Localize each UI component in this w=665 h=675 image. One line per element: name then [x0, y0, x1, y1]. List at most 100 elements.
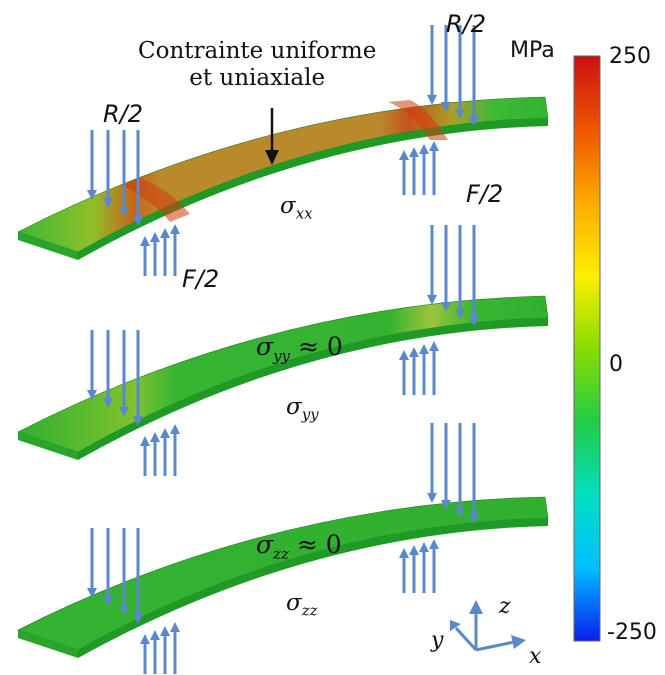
applied-label-left: F/2 [182, 265, 220, 293]
arrow-yy-right-up-3-head [429, 341, 439, 351]
colorbar-mid-label: 0 [609, 352, 623, 377]
arrow-zz-right-up-3-head [429, 539, 439, 549]
beam-zz-side-edge [18, 630, 78, 658]
arrow-zz-right-down-2-head [455, 507, 465, 517]
arrow-xx-right-up-3-head [429, 141, 439, 151]
annotation-line-2: et uniaxiale [189, 65, 326, 91]
axis-y-label: y [431, 628, 444, 653]
arrow-yy-left-up-2-head [160, 428, 170, 438]
beam-zz-top-face [17, 496, 549, 651]
arrow-xx-left-down-2-head [119, 207, 129, 217]
sigma-yy-label: σyy [286, 394, 319, 424]
arrow-xx-right-down-0-head [427, 95, 437, 105]
sigma-yy-approx-symbol: σ [256, 332, 274, 361]
axis-z-head [469, 600, 483, 614]
arrow-xx-right-up-2-head [419, 144, 429, 154]
sigma-zz-sub: zz [301, 601, 318, 620]
axis-z-label: z [499, 594, 511, 619]
beam-xx-top-face [17, 96, 549, 253]
arrow-yy-right-up-1-head [409, 347, 419, 357]
sigma-xx-symbol: σ [280, 193, 296, 219]
arrow-xx-right-up-1-head [409, 147, 419, 157]
arrow-xx-right-down-2-head [455, 109, 465, 119]
arrow-zz-left-up-3-head [170, 622, 180, 632]
arrow-zz-right-down-3-head [469, 514, 479, 524]
sigma-yy-symbol: σ [286, 394, 302, 420]
force-arrows [87, 25, 479, 674]
arrow-xx-left-up-2-head [160, 228, 170, 238]
arrow-xx-right-up-0-head [399, 150, 409, 160]
beam-xx [17, 96, 549, 260]
arrow-zz-left-down-3-head [133, 614, 143, 624]
arrow-xx-left-down-3-head [133, 216, 143, 226]
arrow-yy-left-down-3-head [133, 416, 143, 426]
sigma-yy-approx-sub: yy [273, 347, 291, 365]
arrow-xx-left-up-0-head [140, 236, 150, 246]
arrow-zz-right-down-0-head [427, 493, 437, 503]
beam-xx-hot-right [388, 100, 448, 140]
arrow-yy-right-down-3-head [469, 316, 479, 326]
arrow-zz-right-up-2-head [419, 542, 429, 552]
colorbar-rect [573, 55, 601, 642]
axis-y-head [450, 620, 461, 631]
colorbar [573, 55, 601, 642]
arrow-yy-left-down-2-head [119, 407, 129, 417]
colorbar-unit: MPa [510, 38, 555, 63]
arrow-yy-right-down-1-head [441, 302, 451, 312]
sigma-zz-symbol: σ [286, 590, 302, 616]
arrow-yy-right-up-2-head [419, 344, 429, 354]
arrow-xx-left-down-0-head [87, 190, 97, 200]
arrow-zz-right-down-1-head [441, 500, 451, 510]
arrow-zz-left-down-2-head [119, 605, 129, 615]
annotation-pointer [265, 108, 279, 165]
arrow-yy-right-down-0-head [427, 295, 437, 305]
arrow-yy-left-down-1-head [103, 398, 113, 408]
beam-zz [17, 496, 549, 658]
colorbar-max-label: 250 [609, 44, 651, 69]
axis-x-head [511, 635, 526, 649]
axes-triad [450, 600, 526, 652]
arrow-yy-left-up-0-head [140, 436, 150, 446]
axis-y-line [454, 626, 478, 652]
arrow-xx-left-down-1-head [103, 198, 113, 208]
arrow-zz-left-down-1-head [103, 596, 113, 606]
annotation-text: Contrainte uniforme et uniaxiale [138, 38, 376, 92]
sigma-zz-approx-sub: zz [273, 545, 289, 563]
sigma-xx-sub: xx [295, 204, 313, 223]
arrow-yy-left-down-0-head [87, 390, 97, 400]
sigma-zz-approx-value: ≈ 0 [296, 530, 342, 559]
arrow-zz-left-up-1-head [150, 630, 160, 640]
arrow-zz-right-up-0-head [399, 548, 409, 558]
arrow-xx-right-down-1-head [441, 102, 451, 112]
colorbar-min-label: -250 [607, 620, 657, 645]
sigma-xx-label: σxx [280, 193, 313, 223]
sigma-zz-approx-symbol: σ [256, 530, 274, 559]
sigma-yy-approx-value: ≈ 0 [297, 332, 343, 361]
reaction-label-left: R/2 [103, 100, 144, 128]
arrow-xx-right-down-3-head [469, 116, 479, 126]
reaction-label-right: R/2 [446, 10, 487, 38]
beam-yy [17, 295, 549, 460]
arrow-xx-left-up-3-head [170, 224, 180, 234]
arrow-xx-left-up-1-head [150, 232, 160, 242]
beam-yy-side-edge [18, 432, 78, 460]
arrow-zz-left-up-0-head [140, 634, 150, 644]
arrow-yy-left-up-3-head [170, 424, 180, 434]
arrow-yy-right-down-2-head [455, 309, 465, 319]
axis-x-line [475, 640, 515, 652]
sigma-yy-sub: yy [301, 405, 319, 424]
arrow-zz-left-up-2-head [160, 626, 170, 636]
sigma-yy-approx: σyy ≈ 0 [256, 332, 343, 365]
arrow-zz-right-up-1-head [409, 545, 419, 555]
applied-label-right: F/2 [466, 180, 504, 208]
annotation-line-1: Contrainte uniforme [138, 38, 377, 64]
arrow-zz-left-down-0-head [87, 588, 97, 598]
arrow-yy-right-up-0-head [399, 350, 409, 360]
arrow-yy-left-up-1-head [150, 432, 160, 442]
beam-xx-side-edge [18, 232, 78, 260]
axis-x-label: x [529, 644, 542, 669]
sigma-zz-label: σzz [286, 590, 318, 620]
beam-yy-top-face [17, 295, 549, 453]
sigma-zz-approx: σzz ≈ 0 [256, 530, 342, 563]
